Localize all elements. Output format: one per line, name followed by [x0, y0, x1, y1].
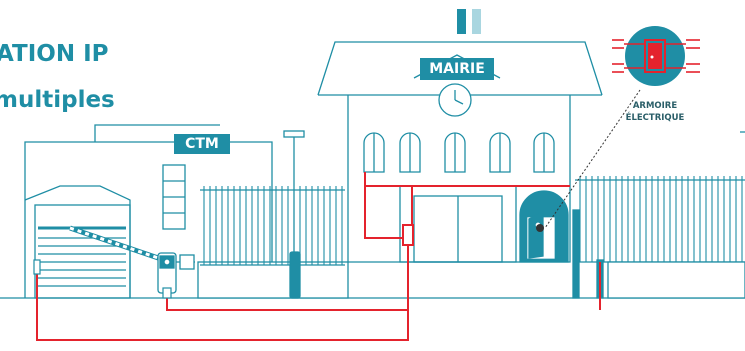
- mairie-sign: MAIRIE: [420, 58, 494, 80]
- bollard-icon: [289, 251, 301, 299]
- armoire-label: ARMOIRE ÉLECTRIQUE: [610, 100, 700, 124]
- ctm-sign: CTM: [174, 134, 230, 154]
- armoire-label-line-2: ÉLECTRIQUE: [625, 113, 685, 123]
- left-fence: [197, 186, 349, 299]
- barrier-gate-icon: [69, 225, 195, 294]
- right-fence: [575, 131, 745, 299]
- door-access-icon: [519, 190, 569, 263]
- headline-line-2: multiples: [0, 87, 115, 113]
- armoire-label-line-1: ARMOIRE: [632, 101, 678, 111]
- electrical-cabinet-icon: [612, 26, 700, 86]
- mairie-building: [317, 41, 603, 263]
- reader-garage: [33, 259, 41, 275]
- network-cables: [36, 172, 601, 341]
- clock-icon: [438, 83, 472, 117]
- garage: [24, 185, 131, 299]
- arched-windows: [363, 132, 555, 173]
- connector-dot: [536, 224, 544, 232]
- ctm-building: [24, 124, 273, 298]
- headline-line-1: ATION IP: [0, 41, 109, 67]
- flag-icon: [457, 9, 481, 34]
- reader-barrier: [162, 287, 172, 299]
- reader-mairie: [402, 224, 414, 246]
